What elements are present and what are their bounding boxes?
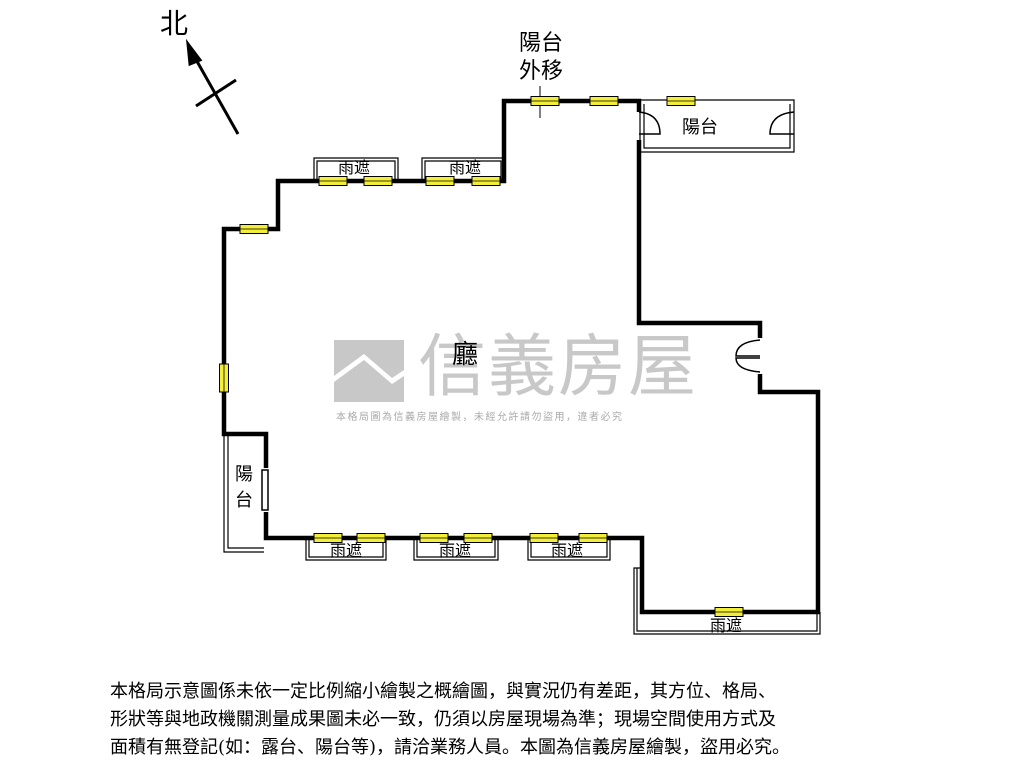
- window-markers: [219, 96, 744, 617]
- hall-label: 廳: [452, 340, 479, 370]
- north-arrow-icon: [185, 38, 240, 135]
- balcony-top-label: 陽台: [682, 117, 718, 138]
- door-icons: [261, 86, 795, 511]
- disclaimer-line-3: 面積有無登記(如：露台、陽台等)，請洽業務人員。本圖為信義房屋繪製，盜用必究。: [110, 737, 791, 758]
- floor-plan: [185, 38, 821, 635]
- disclaimer-text: 本格局示意圖係未依一定比例縮小繪製之概繪圖，與實況仍有差距，其方位、格局、 形狀…: [110, 678, 920, 762]
- balcony-left-text: 陽台: [235, 464, 253, 511]
- watermark-note: 本格局圖為信義房屋繪製，未經允許請勿盜用，違者必究: [336, 412, 624, 423]
- balcony-moved-line1: 陽台: [518, 31, 563, 56]
- canopy-label-2: 雨遮: [449, 158, 482, 177]
- disclaimer-line-1: 本格局示意圖係未依一定比例縮小繪製之概繪圖，與實況仍有差距，其方位、格局、: [110, 681, 776, 702]
- house-logo-icon: [334, 340, 404, 402]
- canopy-label-6: 雨遮: [710, 616, 743, 635]
- watermark-brand: 信義房屋: [418, 328, 699, 407]
- balcony-left-label: 陽台: [234, 462, 254, 514]
- disclaimer-line-2: 形狀等與地政機關測量成果圖未必一致，仍須以房屋現場為準；現場空間使用方式及: [110, 709, 776, 730]
- canopy-label-1: 雨遮: [338, 158, 371, 177]
- balcony-moved-label: 陽台 外移: [512, 30, 570, 86]
- canopy-label-4: 雨遮: [439, 541, 472, 560]
- north-label: 北: [160, 7, 189, 40]
- canopy-label-3: 雨遮: [330, 541, 363, 560]
- balcony-moved-line2: 外移: [518, 59, 563, 84]
- canopy-label-5: 雨遮: [551, 541, 584, 560]
